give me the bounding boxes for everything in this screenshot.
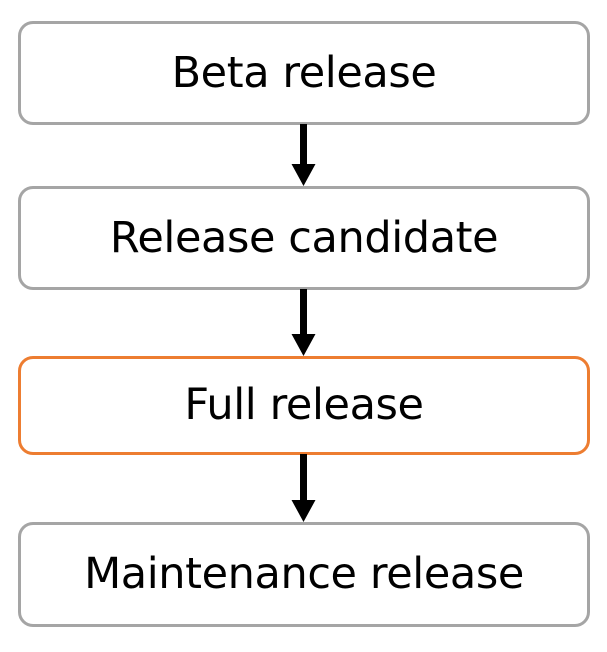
flow-node-label: Maintenance release <box>84 549 524 599</box>
flow-node-label: Full release <box>184 380 424 430</box>
flow-node-label: Release candidate <box>109 212 499 263</box>
flow-connector-release-candidate-to-full-release <box>291 289 316 356</box>
flow-connector-full-release-to-maintenance-release <box>291 454 316 522</box>
flow-node-release-candidate[interactable]: Release candidate <box>18 186 590 290</box>
flow-node-maintenance-release[interactable]: Maintenance release <box>18 522 590 627</box>
flow-connector-beta-to-release-candidate <box>291 124 316 186</box>
flow-node-label: Beta release <box>171 47 437 98</box>
flow-node-beta-release[interactable]: Beta release <box>18 21 590 125</box>
flow-node-full-release[interactable]: Full release <box>18 356 590 455</box>
